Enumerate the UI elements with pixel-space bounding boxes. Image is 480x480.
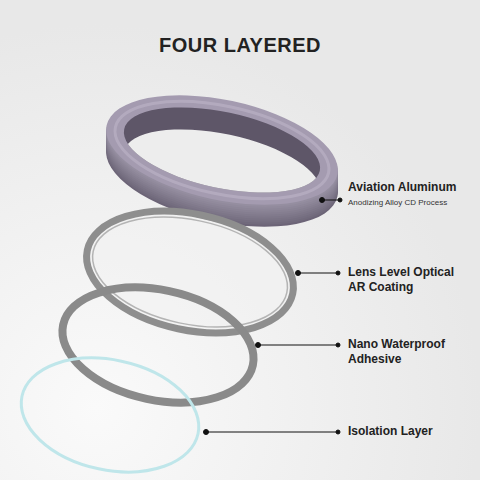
isolation-ring xyxy=(11,342,210,480)
title: FOUR LAYERED xyxy=(0,34,480,57)
adhesive-ring xyxy=(52,271,265,419)
coating-ring xyxy=(75,193,305,350)
layer-label: Lens Level Optical AR Coating xyxy=(348,265,472,295)
process-note: Anodizing Alloy CD Process xyxy=(348,198,476,208)
leader-lines xyxy=(204,198,343,435)
coating-ring-inner xyxy=(82,201,297,344)
layer-label: Isolation Layer xyxy=(348,424,472,439)
layer-label: Aviation Aluminum xyxy=(348,180,472,195)
layer-label: Nano Waterproof Adhesive xyxy=(348,337,472,367)
